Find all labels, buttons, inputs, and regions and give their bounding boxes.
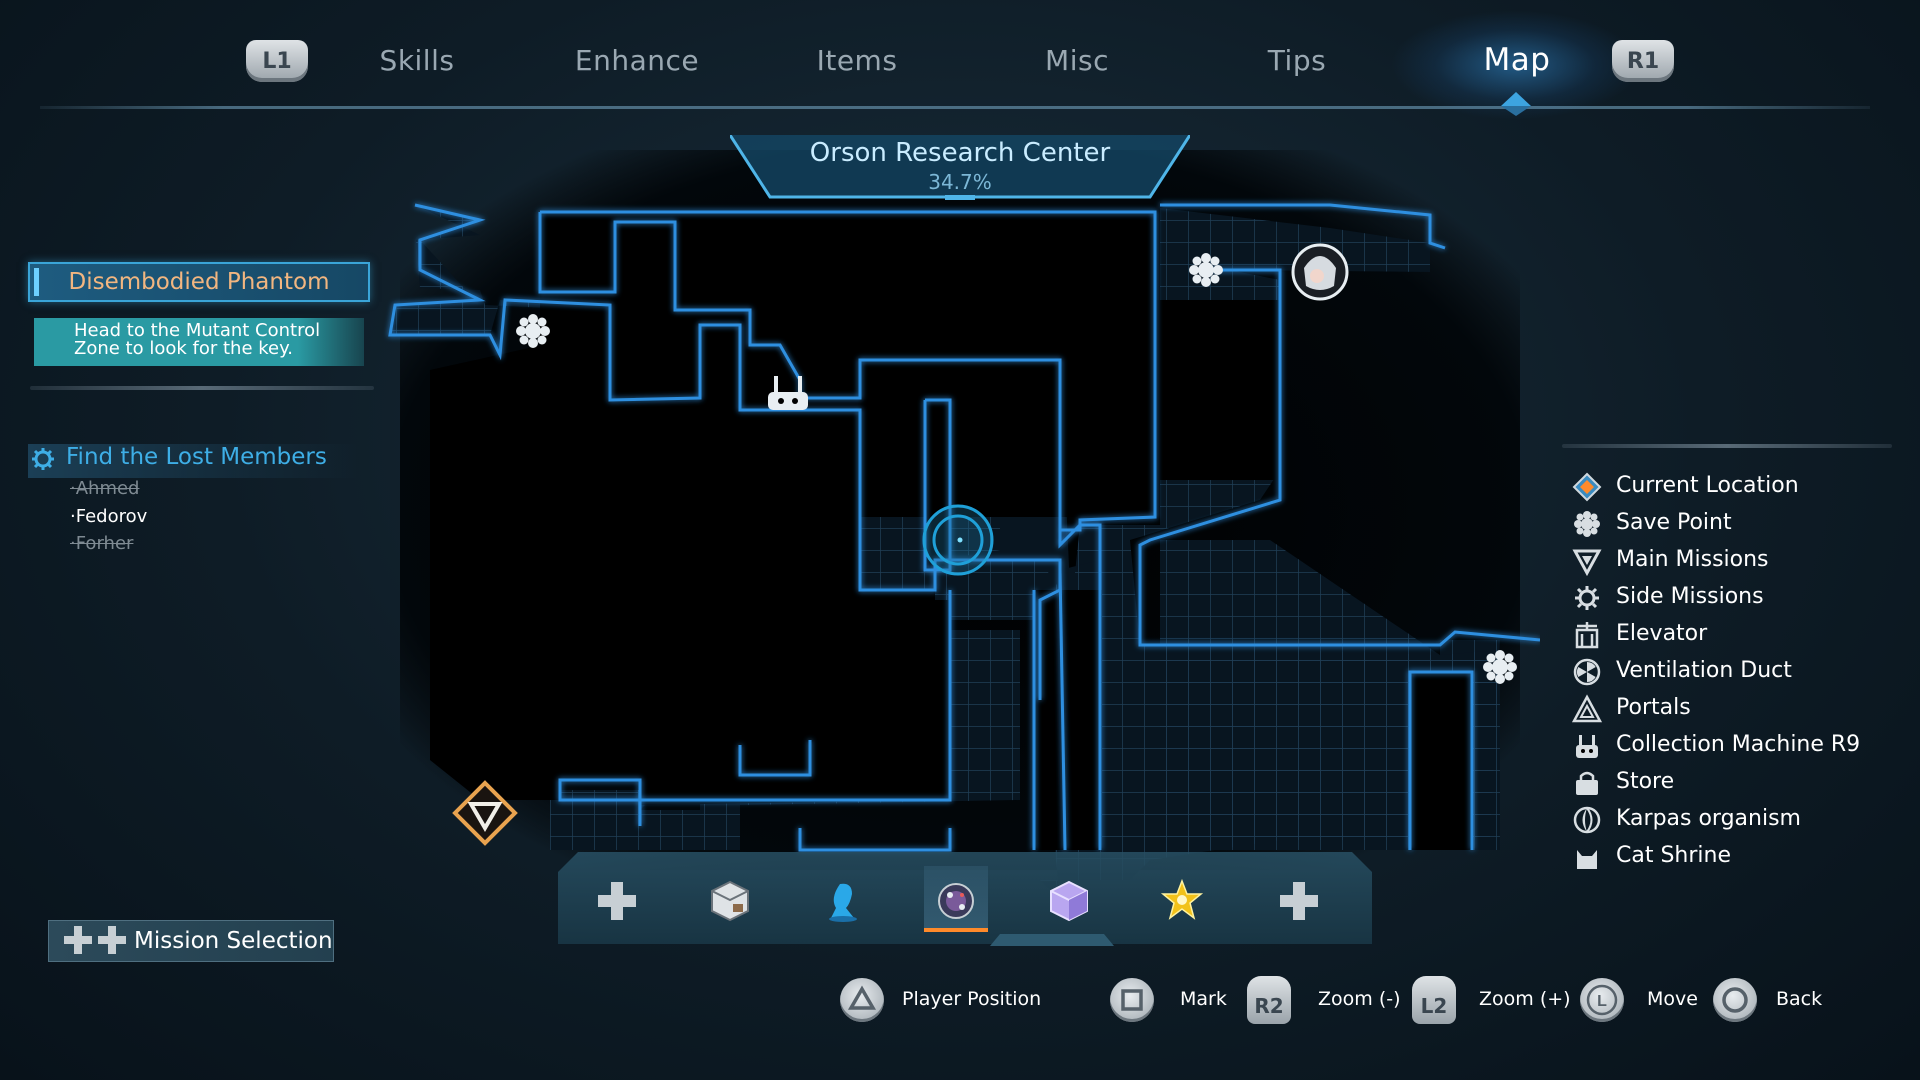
top-navigation: L1 Skills Enhance Items Misc Tips Map R1 — [0, 0, 1920, 120]
svg-text:L: L — [1597, 993, 1607, 1010]
main-mission-icon — [1572, 549, 1602, 576]
nav-divider — [40, 106, 1870, 109]
control-zoom-in-label: Zoom (+) — [1479, 988, 1571, 1010]
icon-bar-selection — [924, 866, 988, 932]
current-location-icon — [1572, 472, 1602, 502]
cube-icon[interactable] — [707, 878, 753, 924]
main-mission-title[interactable]: Disembodied Phantom — [28, 262, 370, 302]
r1-button[interactable]: R1 — [1612, 40, 1674, 82]
r2-button[interactable]: R2 — [1247, 976, 1291, 1024]
active-tab-indicator-lower-icon — [1501, 106, 1531, 116]
main-mission-description-line2: Zone to look for the key. — [74, 338, 293, 359]
main-mission-description-line1: Head to the Mutant Control — [74, 320, 321, 341]
side-mission-icon — [1575, 586, 1599, 610]
save-point-icon[interactable] — [1189, 253, 1223, 287]
dpad-right-icon[interactable] — [1276, 878, 1322, 924]
main-mission-description: Head to the Mutant Control Zone to look … — [34, 318, 364, 366]
collection-machine-icon — [1576, 735, 1598, 758]
member-forher: ·Forher — [70, 533, 134, 554]
tab-skills[interactable]: Skills — [379, 44, 455, 77]
side-mission-header[interactable] — [28, 444, 358, 478]
save-point-icon[interactable] — [516, 314, 550, 348]
l1-button[interactable]: L1 — [246, 40, 308, 82]
icon-bar-tab — [990, 934, 1114, 946]
gold-star-icon[interactable] — [1159, 878, 1205, 924]
map-completion: 34.7% — [928, 170, 992, 194]
cat-shrine-icon — [1577, 850, 1597, 869]
player-avatar-icon[interactable] — [1291, 243, 1349, 301]
main-mission-marker[interactable] — [452, 780, 518, 846]
main-mission-title-text: Disembodied Phantom — [68, 269, 330, 295]
control-zoom-out-label: Zoom (-) — [1318, 988, 1401, 1010]
map-walls — [388, 203, 1540, 852]
current-location-marker — [922, 504, 994, 576]
mission-selection-button[interactable] — [48, 920, 334, 962]
karpas-organism-icon — [1573, 806, 1601, 834]
orb-icon[interactable] — [933, 878, 979, 924]
save-point-icon[interactable] — [1483, 650, 1517, 684]
collection-machine-icon[interactable] — [768, 376, 808, 410]
control-move-label: Move — [1647, 988, 1698, 1010]
mission-selection-label: Mission Selection — [134, 928, 333, 954]
ventilation-duct-icon — [1573, 658, 1601, 686]
dpad-left-icon[interactable] — [594, 878, 640, 924]
triangle-button-icon[interactable] — [840, 978, 884, 1022]
crystal-cube-icon[interactable] — [1046, 878, 1092, 924]
save-point-markers — [516, 253, 1517, 684]
dpad-icon — [64, 926, 126, 954]
circle-button-icon[interactable] — [1713, 978, 1757, 1022]
left-panel-divider — [30, 386, 374, 390]
left-stick-icon[interactable]: L — [1580, 978, 1624, 1022]
control-mark-label: Mark — [1180, 988, 1227, 1010]
member-ahmed: ·Ahmed — [70, 478, 140, 499]
map-area-name: Orson Research Center — [809, 138, 1111, 168]
side-mission-title[interactable]: Find the Lost Members — [66, 444, 327, 470]
tab-misc[interactable]: Misc — [1045, 44, 1109, 77]
control-player-position-label: Player Position — [902, 988, 1042, 1010]
member-fedorov: ·Fedorov — [70, 506, 148, 527]
map-canvas[interactable] — [380, 140, 1540, 890]
map-title-plate — [730, 135, 1190, 200]
legend-divider — [1562, 444, 1892, 448]
tab-tips[interactable]: Tips — [1267, 44, 1327, 77]
portal-icon — [1572, 694, 1602, 723]
save-point-icon — [1574, 511, 1600, 537]
square-button-icon[interactable] — [1110, 978, 1154, 1022]
store-icon — [1576, 771, 1598, 795]
control-back-label: Back — [1776, 988, 1823, 1010]
tab-map[interactable]: Map — [1483, 42, 1551, 78]
elevator-icon — [1575, 622, 1599, 649]
unexplored-rooms — [430, 212, 1472, 850]
blue-figure-icon[interactable] — [820, 878, 866, 924]
active-tab-indicator-icon — [1501, 92, 1531, 106]
tab-items[interactable]: Items — [816, 44, 898, 77]
side-mission-icon — [32, 448, 54, 470]
l2-button[interactable]: L2 — [1412, 976, 1456, 1024]
tab-enhance[interactable]: Enhance — [574, 44, 700, 77]
